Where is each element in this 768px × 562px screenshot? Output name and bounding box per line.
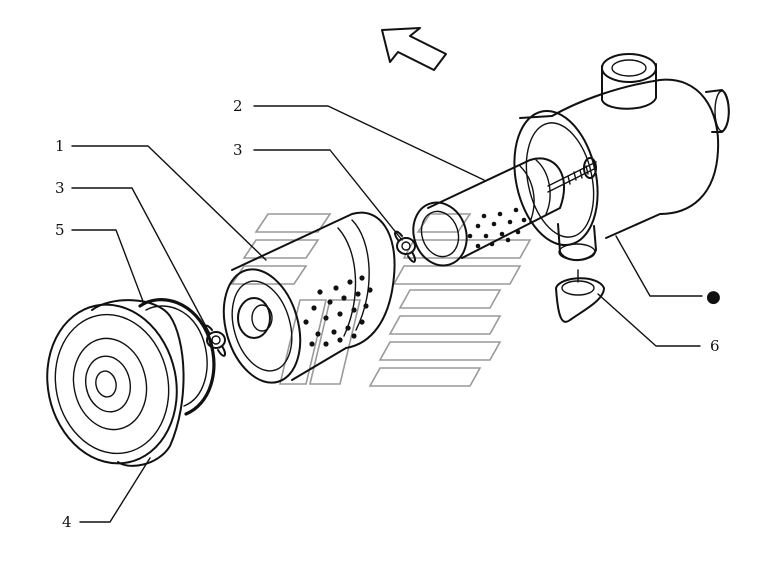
callout-5: 5 (55, 221, 65, 239)
gasket-ring (138, 298, 216, 416)
direction-arrow-icon (381, 27, 447, 71)
callout-6: 6 (710, 337, 720, 355)
callout-3-upper: 3 (233, 141, 243, 159)
callout-1: 1 (55, 137, 65, 155)
callout-dot: ● (706, 287, 721, 307)
callout-3-lower: 3 (55, 179, 65, 197)
leader-lines (71, 105, 703, 523)
brand-watermark (230, 213, 532, 387)
main-filter-element (222, 211, 396, 384)
filter-housing (513, 53, 730, 261)
callout-4: 4 (62, 513, 72, 531)
main-element-perforations (303, 275, 373, 347)
inner-filter-cartridge (412, 157, 565, 267)
dust-valve (555, 269, 605, 323)
callout-2: 2 (233, 97, 243, 115)
inner-cartridge-perforations (467, 207, 527, 249)
end-cover (46, 299, 185, 467)
callout-labels: 1 2 3 3 4 5 6 ● (55, 97, 721, 531)
